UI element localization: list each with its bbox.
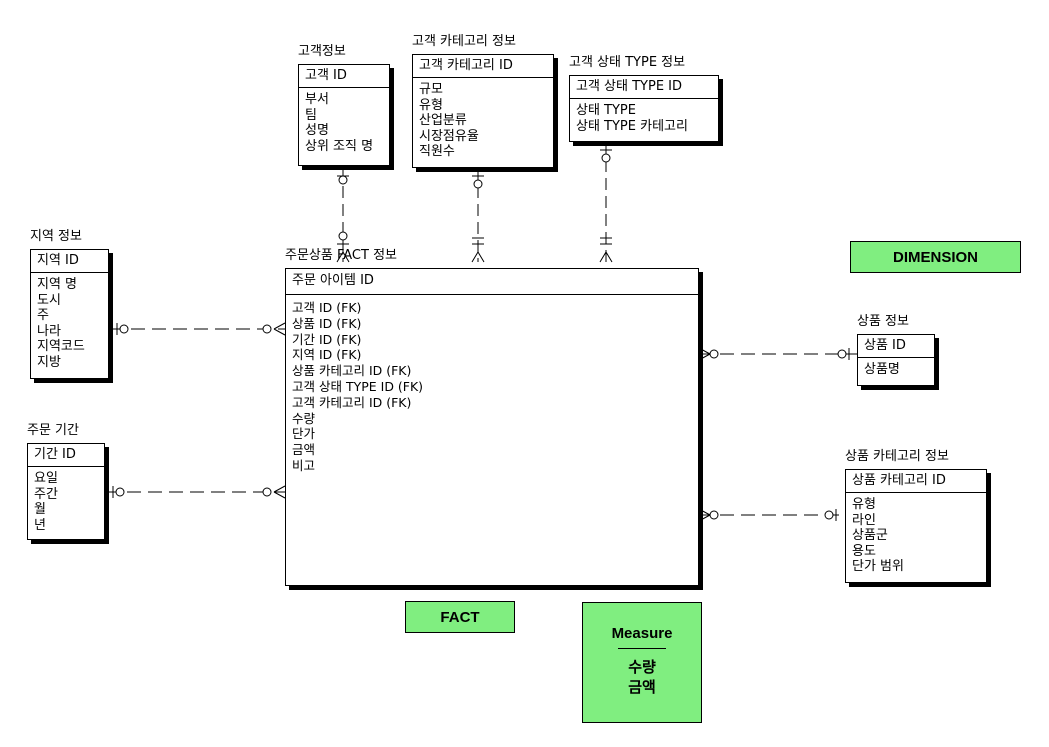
entity-attr: 상태 TYPE xyxy=(576,103,636,118)
entity-customer-category-box[interactable]: 고객 카테고리 ID 규모 유형 산업분류 시장점유율 직원수 xyxy=(412,54,554,168)
entity-product-category-box[interactable]: 상품 카테고리 ID 유형 라인 상품군 용도 단가 범위 xyxy=(845,469,987,583)
entity-region-title: 지역 정보 xyxy=(30,229,82,244)
relationship-fact-product-category xyxy=(698,508,845,522)
entity-customer-status-attrs: 상태 TYPE 상태 TYPE 카테고리 xyxy=(570,99,718,138)
relationship-region-fact xyxy=(110,322,286,336)
entity-fact-box[interactable]: 주문 아이템 ID 고객 ID (FK) 상품 ID (FK) 기간 ID (F… xyxy=(285,268,699,586)
legend-measure: Measure 수량 금액 xyxy=(582,602,702,723)
legend-measure-divider xyxy=(618,648,666,649)
relationship-customer-fact xyxy=(336,168,350,263)
entity-customer-category-title: 고객 카테고리 정보 xyxy=(412,34,516,49)
relationship-fact-product xyxy=(698,347,857,361)
relationship-customer-category-fact xyxy=(471,168,485,263)
entity-customer-status-title: 고객 상태 TYPE 정보 xyxy=(569,55,686,70)
entity-attr: 비고 xyxy=(292,457,316,473)
entity-attr: 부서 xyxy=(305,92,329,107)
legend-measure-item: 금액 xyxy=(628,678,656,696)
entity-attr: 수량 xyxy=(292,410,316,426)
entity-attr: 상품군 xyxy=(852,528,888,543)
entity-product-category-key: 상품 카테고리 ID xyxy=(846,470,986,493)
entity-attr: 금액 xyxy=(292,442,316,458)
entity-product-key: 상품 ID xyxy=(858,335,934,358)
entity-attr: 주간 xyxy=(34,486,58,502)
legend-dimension: DIMENSION xyxy=(850,241,1021,273)
entity-attr: 지역 명 xyxy=(37,277,78,292)
entity-attr: 규모 xyxy=(419,82,443,97)
entity-attr: 상품 카테고리 ID (FK) xyxy=(292,363,412,379)
entity-period-title: 주문 기간 xyxy=(27,423,79,438)
entity-customer-category-key: 고객 카테고리 ID xyxy=(413,55,553,78)
entity-attr: 상품명 xyxy=(864,362,900,377)
entity-attr: 주 xyxy=(37,308,49,323)
entity-attr: 년 xyxy=(34,517,46,533)
entity-product-attrs: 상품명 xyxy=(858,358,934,382)
entity-customer-status-box[interactable]: 고객 상태 TYPE ID 상태 TYPE 상태 TYPE 카테고리 xyxy=(569,75,719,142)
entity-customer-status-key: 고객 상태 TYPE ID xyxy=(570,76,718,99)
entity-attr: 지방 xyxy=(37,354,61,370)
entity-customer-category-attrs: 규모 유형 산업분류 시장점유율 직원수 xyxy=(413,78,553,164)
entity-attr: 지역코드 xyxy=(37,339,85,354)
legend-measure-title: Measure xyxy=(611,625,673,642)
entity-attr: 고객 상태 TYPE ID (FK) xyxy=(292,378,424,394)
entity-attr: 산업분류 xyxy=(419,113,467,128)
entity-region-key: 지역 ID xyxy=(31,250,108,273)
legend-measure-item: 수량 xyxy=(628,658,656,676)
entity-attr: 직원수 xyxy=(419,144,455,159)
entity-customer-title: 고객정보 xyxy=(298,44,346,59)
entity-attr: 시장점유율 xyxy=(419,128,479,144)
entity-attr: 나라 xyxy=(37,323,61,339)
entity-attr: 단가 범위 xyxy=(852,559,904,574)
entity-attr: 상태 TYPE 카테고리 xyxy=(576,118,688,134)
entity-attr: 지역 ID (FK) xyxy=(292,347,362,363)
entity-customer-attrs: 부서 팀 성명 상위 조직 명 xyxy=(299,88,389,158)
entity-attr: 팀 xyxy=(305,107,317,123)
entity-attr: 용도 xyxy=(852,543,876,559)
entity-period-key: 기간 ID xyxy=(28,444,104,467)
entity-attr: 라인 xyxy=(852,512,876,528)
legend-fact: FACT xyxy=(405,601,515,633)
entity-attr: 유형 xyxy=(419,97,443,113)
entity-customer-key: 고객 ID xyxy=(299,65,389,88)
entity-attr: 단가 xyxy=(292,426,316,442)
entity-attr: 고객 ID (FK) xyxy=(292,300,362,315)
entity-attr: 고객 카테고리 ID (FK) xyxy=(292,394,412,410)
entity-customer-box[interactable]: 고객 ID 부서 팀 성명 상위 조직 명 xyxy=(298,64,390,166)
entity-attr: 요일 xyxy=(34,471,58,486)
entity-product-box[interactable]: 상품 ID 상품명 xyxy=(857,334,935,386)
entity-attr: 성명 xyxy=(305,123,329,138)
entity-attr: 도시 xyxy=(37,292,61,308)
entity-product-title: 상품 정보 xyxy=(857,314,909,329)
entity-fact-key: 주문 아이템 ID xyxy=(286,269,698,295)
entity-attr: 기간 ID (FK) xyxy=(292,331,362,347)
entity-attr: 유형 xyxy=(852,497,876,512)
entity-attr: 상위 조직 명 xyxy=(305,138,374,154)
entity-product-category-title: 상품 카테고리 정보 xyxy=(845,449,949,464)
entity-period-attrs: 요일 주간 월 년 xyxy=(28,467,104,537)
entity-region-box[interactable]: 지역 ID 지역 명 도시 주 나라 지역코드 지방 xyxy=(30,249,109,379)
entity-fact-attrs: 고객 ID (FK) 상품 ID (FK) 기간 ID (FK) 지역 ID (… xyxy=(286,295,698,478)
entity-attr: 월 xyxy=(34,502,46,517)
entity-period-box[interactable]: 기간 ID 요일 주간 월 년 xyxy=(27,443,105,540)
relationship-customer-status-fact xyxy=(599,142,613,263)
entity-product-category-attrs: 유형 라인 상품군 용도 단가 범위 xyxy=(846,493,986,579)
entity-region-attrs: 지역 명 도시 주 나라 지역코드 지방 xyxy=(31,273,108,374)
relationship-period-fact xyxy=(106,485,286,499)
entity-attr: 상품 ID (FK) xyxy=(292,315,362,331)
